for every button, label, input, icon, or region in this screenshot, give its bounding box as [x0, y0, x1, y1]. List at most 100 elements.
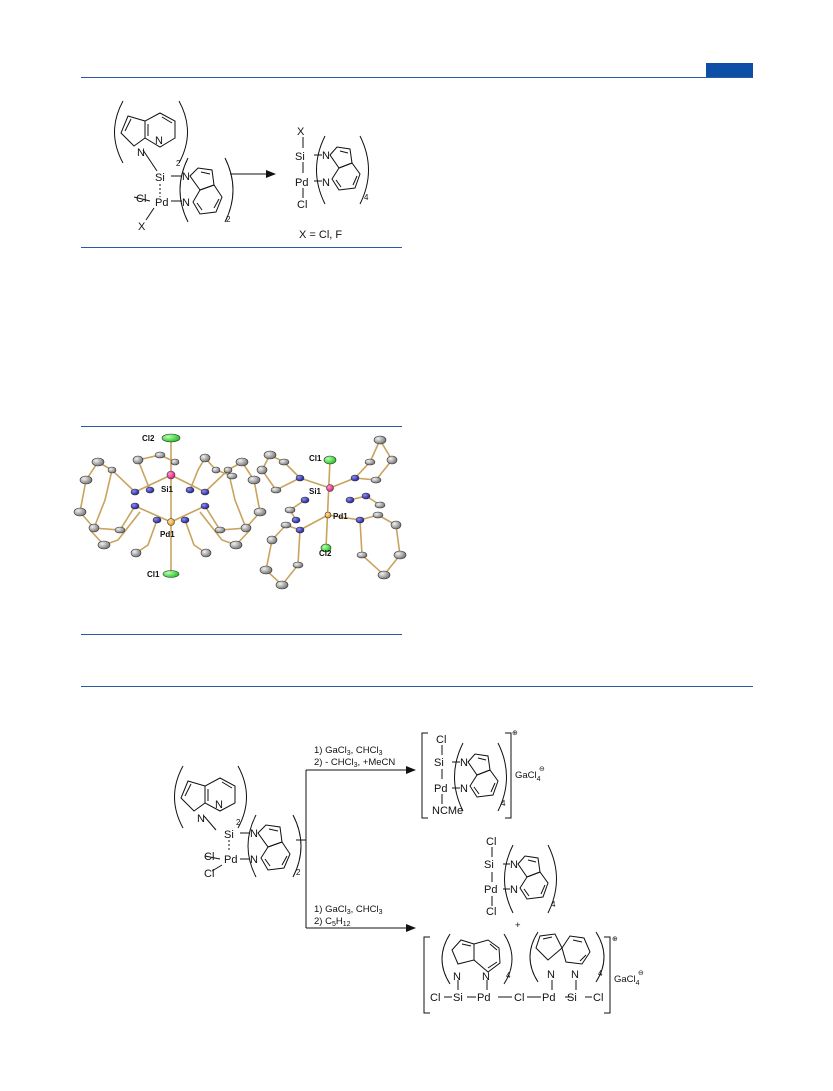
paren [503, 933, 513, 985]
azaindole-ring-start-bridging [257, 824, 291, 871]
paren [247, 814, 257, 878]
atom-label-n: N [250, 828, 258, 840]
bracket-left [423, 936, 430, 1014]
subscript-4: 4 [506, 971, 511, 980]
atom-label-si: Si [567, 992, 577, 1004]
scheme2-labels: N N 2 Si N Pd N Cl Cl 2 1) GaCl3, CHCl3 … [197, 730, 644, 1004]
atom-label-pd: Pd [484, 884, 497, 896]
atom-label-n: N [137, 147, 145, 159]
bracket-left [421, 732, 428, 819]
azaindole-ring-top-product [467, 753, 499, 798]
paren [529, 931, 539, 983]
atom-label-n: N [215, 799, 223, 811]
atom-label-n: N [571, 969, 579, 981]
charge-plus: ⊕ [612, 936, 618, 943]
subscript-2: 2 [226, 215, 231, 224]
plus-sign: + [515, 920, 521, 931]
azaindole-ring-dimer-left [451, 939, 501, 973]
scheme2 [174, 732, 611, 1014]
paren [547, 844, 557, 914]
atom-label-si: Si [434, 757, 444, 769]
atom-label-cl: Cl [430, 992, 440, 1004]
subscript-2: 2 [296, 868, 301, 877]
azaindole-ring-product [329, 146, 361, 191]
paren [237, 765, 247, 829]
figure-top-rule [81, 426, 402, 428]
figure-bottom-rule [81, 634, 402, 636]
atom-label-cl: Cl [486, 836, 496, 848]
atom-label-x: X [138, 221, 146, 233]
scheme1 [114, 100, 369, 223]
azaindole-ring-bridging-left [189, 167, 223, 215]
atom-label-si: Si [224, 829, 234, 841]
bracket-right [505, 732, 512, 819]
atom-label-si: Si [295, 151, 305, 163]
subscript-2: 2 [236, 818, 241, 827]
atom-label-n: N [547, 969, 555, 981]
atom-label-x: X [297, 126, 305, 138]
charge-minus: ⊖ [638, 970, 644, 977]
paren [178, 100, 188, 164]
scheme1-bottom-rule [81, 247, 402, 249]
subscript-4: 4 [551, 900, 556, 909]
header-tab [706, 63, 753, 77]
subscript-4: 4 [598, 969, 603, 978]
atom-label-cl1: Cl1 [147, 570, 160, 579]
atom-label-si: Si [155, 172, 165, 184]
atom-label-pd: Pd [477, 992, 490, 1004]
paren [454, 742, 464, 812]
atom-label-n: N [155, 135, 163, 147]
paren [441, 933, 451, 985]
paren [179, 157, 189, 223]
atom-label-pd: Pd [155, 197, 168, 209]
subscript-2: 2 [176, 159, 181, 168]
atom-label-cl1: Cl1 [309, 454, 322, 463]
atom-label-n: N [510, 859, 518, 871]
atom-label-cl: Cl [204, 868, 214, 880]
atom-label-cl2: Cl2 [319, 549, 332, 558]
atom-label-cl: Cl [436, 734, 446, 746]
paren [174, 765, 184, 829]
atom-label-pd: Pd [542, 992, 555, 1004]
azaindole-ring-dimer-right [535, 933, 591, 965]
paren [292, 814, 302, 878]
conditions-bottom-line2: 2) C5H12 [314, 916, 351, 928]
charge-minus: ⊖ [539, 766, 545, 773]
paren [224, 157, 234, 223]
azaindole-ring-middle-product [517, 855, 549, 900]
paren [504, 844, 514, 914]
azaindole-ring-start-top [180, 777, 236, 831]
atom-label-cl: Cl [593, 992, 603, 1004]
bracket-right [604, 936, 611, 1014]
conditions-top-line1: 1) GaCl3, CHCl3 [314, 745, 383, 757]
atom-label-pd: Pd [224, 854, 237, 866]
azaindole-ring-top-left [120, 112, 176, 172]
atom-label-n: N [182, 171, 190, 183]
atom-label-n: N [460, 783, 468, 795]
paren [497, 742, 507, 812]
conditions-top-line2: 2) - CHCl3, +MeCN [314, 757, 395, 769]
anion-label: GaCl4 [614, 974, 640, 987]
atom-label-pd1: Pd1 [333, 512, 348, 521]
atom-label-cl: Cl [297, 199, 307, 211]
conditions-bottom-line1: 1) GaCl3, CHCl3 [314, 904, 383, 916]
atom-label-n: N [460, 757, 468, 769]
atom-label-n: N [510, 884, 518, 896]
atom-label-cl2: Cl2 [142, 434, 155, 443]
header-rule [81, 77, 753, 79]
crystal-structure-right [256, 435, 407, 590]
subscript-4: 4 [501, 799, 506, 808]
paren [359, 135, 369, 205]
scheme1-labels: N N 2 Si N Pd N Cl X 2 X Si N Pd N Cl 4 … [136, 126, 369, 241]
anion-label: GaCl4 [515, 770, 541, 783]
atom-label-cl: Cl [486, 906, 496, 918]
atom-label-cl: Cl [514, 992, 524, 1004]
atom-label-si: Si [484, 859, 494, 871]
atom-label-pd: Pd [434, 783, 447, 795]
atom-label-si: Si [453, 992, 463, 1004]
atom-label-si1: Si1 [161, 485, 174, 494]
paren [316, 135, 326, 205]
atom-label-cl: Cl [136, 193, 146, 205]
atom-label-n: N [197, 813, 205, 825]
